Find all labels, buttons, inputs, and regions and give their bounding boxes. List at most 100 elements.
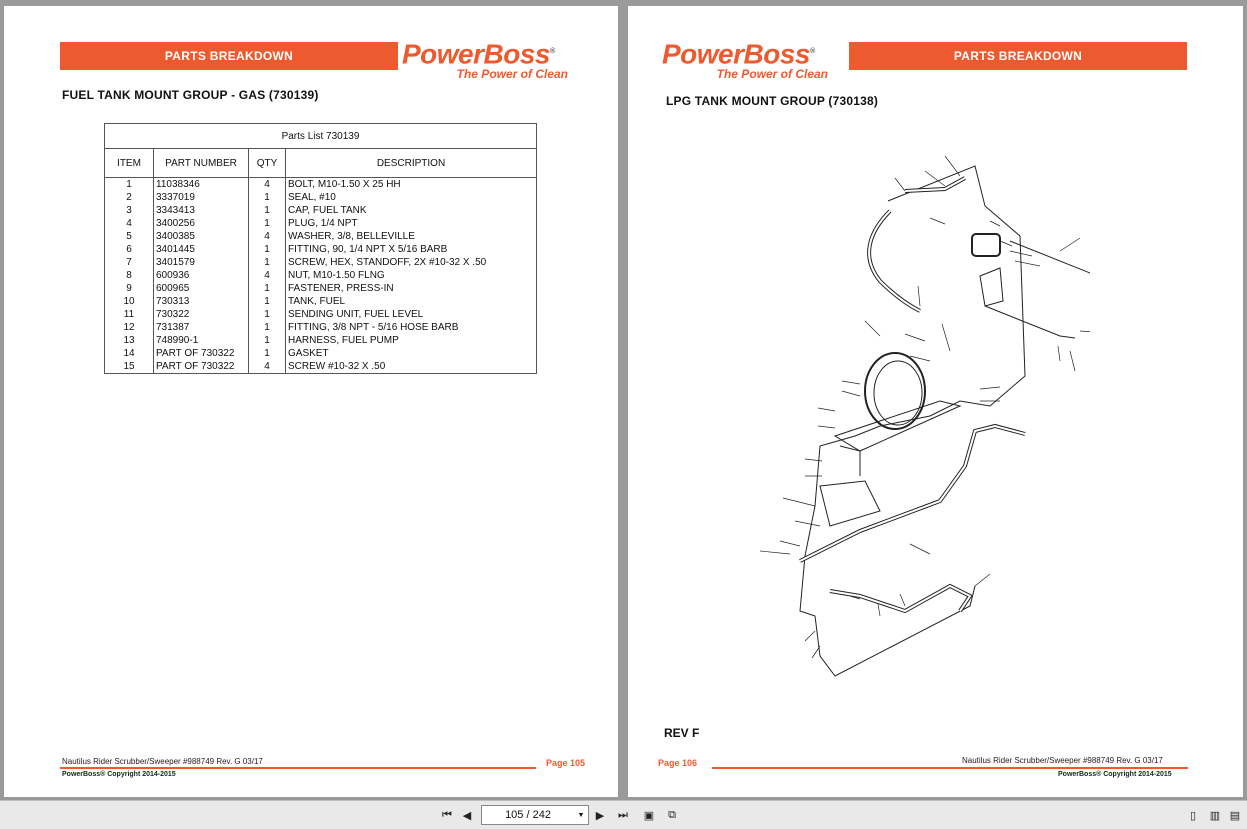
cell-item: 7 [104, 256, 154, 269]
table-caption: Parts List 730139 [104, 123, 537, 149]
cell-qty: 4 [248, 360, 286, 374]
cell-item: 13 [104, 334, 154, 347]
pdf-page-106: PowerBoss® The Power of Clean PARTS BREA… [628, 6, 1243, 797]
powerboss-logo: PowerBoss® The Power of Clean [662, 38, 828, 82]
col-header-item: ITEM [104, 148, 154, 178]
cell-qty: 1 [248, 308, 286, 321]
cell-part-number: 600965 [153, 282, 249, 295]
next-page-icon[interactable]: ▶ [595, 809, 605, 822]
cell-part-number: 3401445 [153, 243, 249, 256]
cell-item: 6 [104, 243, 154, 256]
cell-description: SEAL, #10 [285, 191, 537, 204]
page-number: Page 105 [546, 758, 586, 768]
cell-part-number: 3343413 [153, 204, 249, 217]
cell-item: 8 [104, 269, 154, 282]
cell-part-number: 730322 [153, 308, 249, 321]
cell-part-number: 3337019 [153, 191, 249, 204]
cell-qty: 1 [248, 191, 286, 204]
cell-part-number: 3400256 [153, 217, 249, 230]
chevron-down-icon: ▼ [577, 811, 585, 819]
col-header-part-number: PART NUMBER [153, 148, 249, 178]
page-title: FUEL TANK MOUNT GROUP - GAS (730139) [62, 88, 319, 102]
pdf-viewer-toolbar: ⏮ ◀ 105 / 242 ▼ ▶ ⏭ ▣ ⧉ ▯ ▥ ▤ [0, 800, 1247, 829]
cell-item: 15 [104, 360, 154, 374]
cell-item: 11 [104, 308, 154, 321]
fit-page-icon[interactable]: ▣ [643, 809, 655, 822]
cell-description: SCREW #10-32 X .50 [285, 360, 537, 374]
cell-description: TANK, FUEL [285, 295, 537, 308]
prev-page-icon[interactable]: ◀ [462, 809, 472, 822]
page-indicator: 105 / 242 [505, 809, 551, 821]
brand-tagline: The Power of Clean [716, 67, 828, 82]
cell-item: 5 [104, 230, 154, 243]
fit-width-icon[interactable]: ⧉ [668, 808, 676, 821]
cell-qty: 1 [248, 282, 286, 295]
cell-description: FITTING, 3/8 NPT - 5/16 HOSE BARB [285, 321, 537, 334]
cell-item: 4 [104, 217, 154, 230]
cell-description: FASTENER, PRESS-IN [285, 282, 537, 295]
cell-qty: 1 [248, 243, 286, 256]
cell-description: SENDING UNIT, FUEL LEVEL [285, 308, 537, 321]
cell-part-number: 730313 [153, 295, 249, 308]
diagram-linework [759, 155, 1090, 677]
single-page-view-icon[interactable]: ▯ [1189, 809, 1197, 822]
cell-qty: 1 [248, 321, 286, 334]
last-page-icon[interactable]: ⏭ [618, 808, 628, 821]
cell-part-number: 3400385 [153, 230, 249, 243]
cell-part-number: 600936 [153, 269, 249, 282]
revision-label: REV F [664, 726, 700, 740]
pdf-page-105: PARTS BREAKDOWN PowerBoss® The Power of … [4, 6, 618, 797]
cell-qty: 4 [248, 230, 286, 243]
footer-document-id: Nautilus Rider Scrubber/Sweeper #988749 … [962, 756, 1163, 765]
page-title: LPG TANK MOUNT GROUP (730138) [666, 94, 879, 108]
cell-description: HARNESS, FUEL PUMP [285, 334, 537, 347]
brand-name: PowerBoss [662, 38, 811, 70]
header-bar: PARTS BREAKDOWN [60, 42, 398, 70]
cell-part-number: 3401579 [153, 256, 249, 269]
cell-qty: 1 [248, 334, 286, 347]
cell-item: 3 [104, 204, 154, 217]
cell-item: 10 [104, 295, 154, 308]
page-number-select[interactable]: 105 / 242 ▼ [481, 805, 589, 825]
header-bar: PARTS BREAKDOWN [849, 42, 1187, 70]
cell-description: BOLT, M10-1.50 X 25 HH [285, 177, 537, 191]
cell-description: NUT, M10-1.50 FLNG [285, 269, 537, 282]
cell-description: PLUG, 1/4 NPT [285, 217, 537, 230]
cell-qty: 4 [248, 177, 286, 191]
cell-description: FITTING, 90, 1/4 NPT X 5/16 BARB [285, 243, 537, 256]
parts-list-table: Parts List 730139 ITEM PART NUMBER QTY D… [104, 123, 537, 374]
footer-divider [60, 767, 536, 769]
cell-part-number: 11038346 [153, 177, 249, 191]
footer-divider [712, 767, 1188, 769]
cell-item: 1 [104, 177, 154, 191]
cell-qty: 1 [248, 295, 286, 308]
first-page-icon[interactable]: ⏮ [442, 808, 452, 821]
cell-description: SCREW, HEX, STANDOFF, 2X #10-32 X .50 [285, 256, 537, 269]
cell-qty: 1 [248, 217, 286, 230]
cell-qty: 1 [248, 204, 286, 217]
continuous-view-icon[interactable]: ▤ [1229, 809, 1241, 822]
cell-part-number: 748990-1 [153, 334, 249, 347]
cell-item: 2 [104, 191, 154, 204]
footer-copyright: PowerBoss® Copyright 2014-2015 [1058, 771, 1172, 778]
cell-qty: 1 [248, 347, 286, 360]
two-page-view-icon[interactable]: ▥ [1209, 809, 1221, 822]
cell-part-number: 731387 [153, 321, 249, 334]
cell-part-number: PART OF 730322 [153, 360, 249, 374]
footer-document-id: Nautilus Rider Scrubber/Sweeper #988749 … [62, 757, 263, 766]
cell-item: 14 [104, 347, 154, 360]
